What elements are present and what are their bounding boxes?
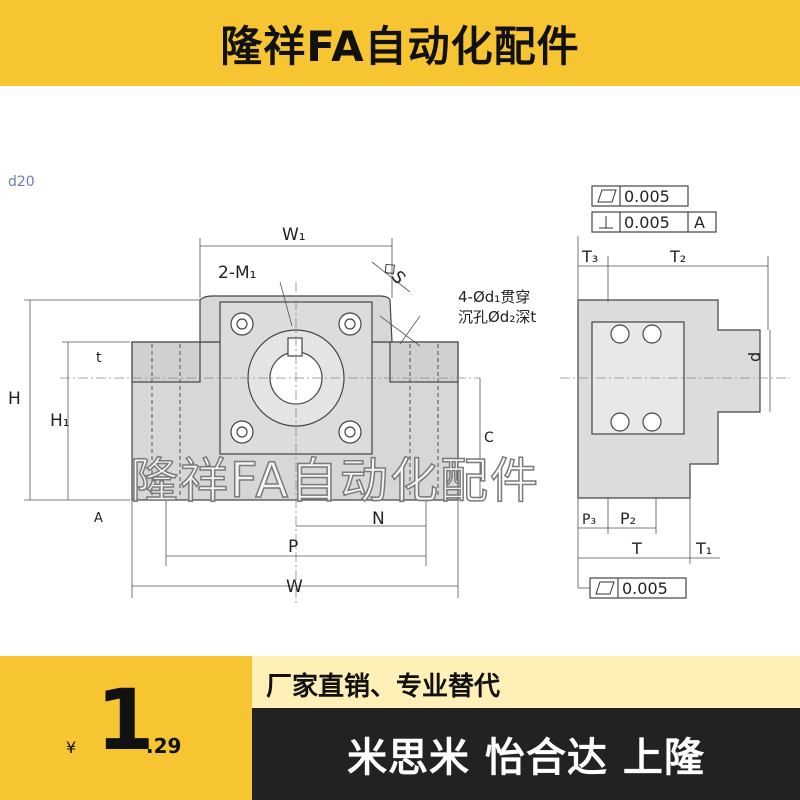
t2-label: T₂ xyxy=(669,247,686,266)
datum-label: A xyxy=(94,511,103,526)
watermark: 隆祥FA自动化配件 xyxy=(129,452,541,510)
tol-flat-bottom: 0.005 xyxy=(622,579,668,598)
t-side-label: T xyxy=(631,539,642,558)
slogan-box: 厂家直销、专业替代 xyxy=(252,656,800,708)
price-integer: 1 xyxy=(96,671,155,769)
price-decimal: .29 xyxy=(146,734,182,758)
t3-label: T₃ xyxy=(581,247,598,266)
bottom-banner: ¥ 1 .29 厂家直销、专业替代 米思米 怡合达 上隆 xyxy=(0,656,800,800)
s-label: ◇S xyxy=(378,257,409,288)
p3-label: P₃ xyxy=(582,512,596,528)
t1-label: T₁ xyxy=(695,539,712,558)
tolerance-frame-top-2 xyxy=(591,211,717,233)
tol-flat-top: 0.005 xyxy=(624,187,670,206)
flatness-bottom-icon xyxy=(595,581,615,595)
w-label: W xyxy=(286,577,303,597)
bearing-balls xyxy=(610,324,662,432)
t-dim-label: t xyxy=(96,350,102,366)
h1-label: H₁ xyxy=(50,411,70,431)
h-label: H xyxy=(8,389,21,409)
p-label: P xyxy=(288,537,298,557)
n-label: N xyxy=(372,509,385,529)
p2-label: P₂ xyxy=(620,509,636,528)
hole-note-2: 沉孔Ød₂深t xyxy=(458,308,536,326)
flatness-icon xyxy=(597,189,617,203)
w1-label: W₁ xyxy=(282,225,306,245)
side-view xyxy=(560,185,790,599)
m1-label: 2-M₁ xyxy=(218,263,256,283)
price-box: ¥ 1 .29 xyxy=(0,656,252,800)
price-currency: ¥ xyxy=(66,738,77,757)
screw-heads xyxy=(230,312,362,444)
top-banner: 隆祥FA自动化配件 xyxy=(0,0,800,86)
technical-drawing: d20 xyxy=(0,86,800,656)
c-label: C xyxy=(484,430,494,446)
brands-text: 米思米 怡合达 上隆 xyxy=(347,735,705,781)
slogan-text: 厂家直销、专业替代 xyxy=(266,672,501,702)
perpendicular-icon xyxy=(599,216,613,229)
partial-label: d20 xyxy=(8,174,35,190)
store-title: 隆祥FA自动化配件 xyxy=(220,21,580,71)
tol-perp-datum: A xyxy=(694,213,705,232)
brands-box: 米思米 怡合达 上隆 xyxy=(252,708,800,800)
hole-note-1: 4-Ød₁贯穿 xyxy=(458,288,530,306)
d-label: d xyxy=(745,352,764,362)
front-view xyxy=(24,238,481,606)
tol-perp: 0.005 xyxy=(624,213,670,232)
